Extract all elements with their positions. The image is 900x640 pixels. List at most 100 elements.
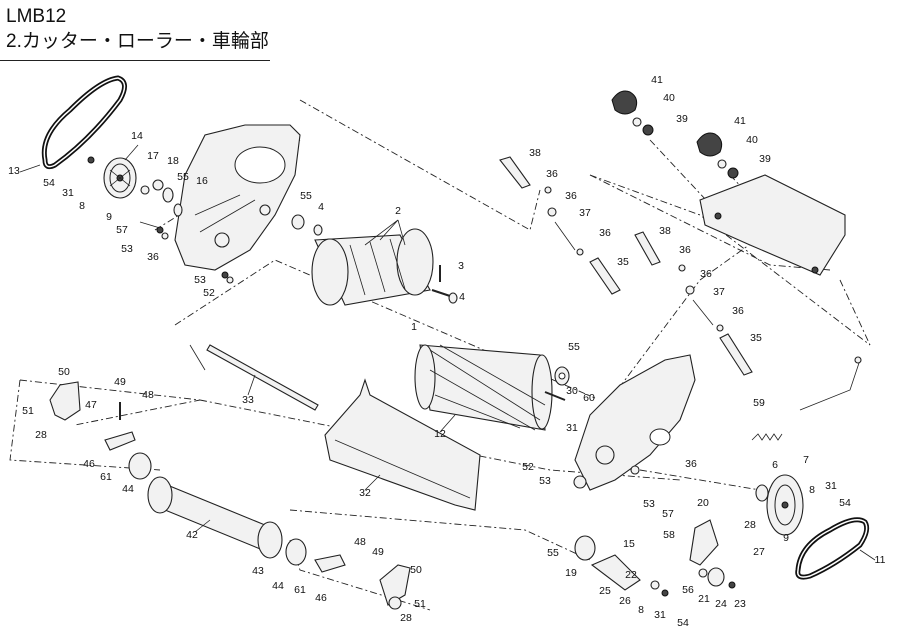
callout-c22: 22	[625, 569, 637, 581]
callout-c36f: 36	[732, 305, 744, 317]
callout-c8c: 8	[638, 604, 644, 616]
callout-c48a: 48	[142, 389, 154, 401]
callout-c9b: 9	[783, 532, 789, 544]
model-title: LMB12	[6, 6, 67, 27]
callout-c43: 43	[252, 565, 264, 577]
callout-c35a: 35	[617, 256, 629, 268]
callout-c16: 16	[196, 175, 208, 187]
hardware-left	[87, 156, 323, 284]
callout-c8a: 8	[79, 200, 85, 212]
callout-c28b: 28	[744, 519, 756, 531]
callout-c53c: 53	[539, 475, 551, 487]
callout-c21: 21	[698, 593, 710, 605]
callout-c19: 19	[565, 567, 577, 579]
callout-c31a: 31	[62, 187, 74, 199]
callout-c37b: 37	[713, 286, 725, 298]
spring	[751, 433, 783, 441]
callout-c51b: 51	[414, 598, 426, 610]
callout-c44a: 44	[122, 483, 134, 495]
callout-c57b: 57	[662, 508, 674, 520]
callout-c30: 30	[566, 385, 578, 397]
callout-c31d: 31	[654, 609, 666, 621]
knob-1	[611, 90, 654, 136]
drive-belt-right	[795, 517, 870, 580]
callout-c25: 25	[599, 585, 611, 597]
callout-c3: 3	[458, 260, 464, 272]
callout-c52a: 52	[203, 287, 215, 299]
callout-c7: 7	[803, 454, 809, 466]
bed-knife	[324, 378, 481, 511]
side-plate-right	[573, 354, 696, 491]
callout-c24: 24	[715, 598, 727, 610]
callout-c36d: 36	[679, 244, 691, 256]
callout-c40a: 40	[663, 92, 675, 104]
callout-c31b: 31	[566, 422, 578, 434]
callout-c38a: 38	[529, 147, 541, 159]
header-underline	[0, 60, 270, 61]
callout-c41a: 41	[651, 74, 663, 86]
callout-c26: 26	[619, 595, 631, 607]
roller-bracket-left	[49, 381, 136, 451]
hardware-right	[574, 519, 736, 597]
callout-c50a: 50	[58, 366, 70, 378]
adjuster-assembly-1	[499, 156, 621, 295]
callout-c54c: 54	[677, 617, 689, 629]
section-title: 2.カッター・ローラー・車輪部	[6, 31, 269, 52]
side-plate-left	[174, 124, 301, 271]
callout-c18: 18	[167, 155, 179, 167]
callout-c36c: 36	[599, 227, 611, 239]
callout-c28a: 28	[35, 429, 47, 441]
callout-c13: 13	[8, 165, 20, 177]
callout-c39a: 39	[676, 113, 688, 125]
callout-c53a: 53	[121, 243, 133, 255]
callout-c57a: 57	[116, 224, 128, 236]
callout-c9a: 9	[106, 211, 112, 223]
pulley-left	[103, 157, 137, 199]
callout-c32: 32	[359, 487, 371, 499]
callout-c48b: 48	[354, 536, 366, 548]
callout-c49b: 49	[372, 546, 384, 558]
knob-2	[696, 132, 739, 179]
callout-c28c: 28	[400, 612, 412, 624]
callout-c36a: 36	[546, 168, 558, 180]
long-shaft	[206, 344, 319, 411]
callout-c20: 20	[697, 497, 709, 509]
callout-c17: 17	[147, 150, 159, 162]
callout-c11: 11	[875, 554, 886, 566]
roller-bracket-right	[314, 554, 411, 610]
callout-c55c: 55	[568, 341, 580, 353]
callout-c23: 23	[734, 598, 746, 610]
callout-c61a: 61	[100, 471, 112, 483]
callout-c42: 42	[186, 529, 198, 541]
cover-plate	[699, 174, 846, 276]
callout-c31c: 31	[825, 480, 837, 492]
callout-c36g: 36	[685, 458, 697, 470]
callout-c1: 1	[411, 321, 417, 333]
leader-lines	[19, 144, 876, 561]
callout-c60: 60	[583, 392, 595, 404]
callout-c39b: 39	[759, 153, 771, 165]
callout-c6: 6	[772, 459, 778, 471]
callout-c52b: 52	[522, 461, 534, 473]
callout-c40b: 40	[746, 134, 758, 146]
callout-c50b: 50	[410, 564, 422, 576]
callout-c41b: 41	[734, 115, 746, 127]
callout-c54b: 54	[839, 497, 851, 509]
callout-c46b: 46	[315, 592, 327, 604]
callout-c4a: 4	[318, 201, 324, 213]
callout-c2: 2	[395, 205, 401, 217]
drive-belt-left	[41, 75, 127, 170]
callout-c55a: 55	[177, 171, 189, 183]
callout-c61b: 61	[294, 584, 306, 596]
callout-c59: 59	[753, 397, 765, 409]
rear-roller	[128, 452, 307, 566]
callout-c15: 15	[623, 538, 635, 550]
callout-c12: 12	[434, 428, 446, 440]
callout-c58: 58	[663, 529, 675, 541]
callout-c54a: 54	[43, 177, 55, 189]
callout-c8b: 8	[809, 484, 815, 496]
callout-c37a: 37	[579, 207, 591, 219]
callout-c35b: 35	[750, 332, 762, 344]
callout-c36h: 36	[147, 251, 159, 263]
callout-c49a: 49	[114, 376, 126, 388]
